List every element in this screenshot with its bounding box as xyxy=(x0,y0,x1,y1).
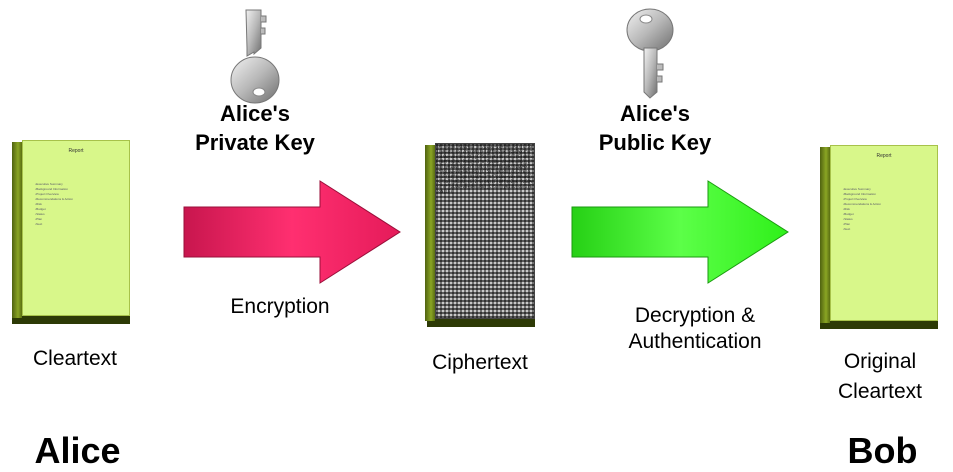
original-caption-line1: Original xyxy=(843,350,917,373)
receiver-name: Bob xyxy=(847,430,918,471)
cleartext-caption: Cleartext xyxy=(32,347,118,370)
list-item: Status xyxy=(35,212,129,217)
public-key-label-line2: Public Key xyxy=(598,129,712,155)
decryption-label-line2: Authentication xyxy=(628,330,762,354)
list-item: Plan xyxy=(35,217,129,222)
public-key-icon xyxy=(626,8,674,99)
decryption-label-line1: Decryption & xyxy=(634,304,756,327)
original-cleartext-document: Report Executive Summary Background Info… xyxy=(818,145,940,329)
cleartext-page: Report Executive Summary Background Info… xyxy=(22,140,130,316)
list-item: Executive Summary xyxy=(843,187,937,192)
private-key-label-line2: Private Key xyxy=(195,129,315,155)
list-item: Background Information xyxy=(35,187,129,192)
decryption-arrow xyxy=(571,180,789,284)
list-item: Status xyxy=(843,217,937,222)
list-item: Plan xyxy=(843,222,937,227)
cleartext-doc-list: Executive Summary Background Information… xyxy=(35,182,129,227)
sender-name: Alice xyxy=(34,430,121,471)
list-item: Risk xyxy=(35,202,129,207)
list-item: Next xyxy=(35,222,129,227)
original-doc-title: Report xyxy=(876,153,892,159)
original-caption-line2: Cleartext xyxy=(837,380,923,404)
private-key-icon xyxy=(230,9,280,104)
cleartext-document: Report Executive Summary Background Info… xyxy=(10,140,132,324)
original-cleartext-caption: Original Cleartext xyxy=(810,347,950,408)
encryption-label: Encryption xyxy=(230,295,330,318)
original-doc-list: Executive Summary Background Information… xyxy=(843,187,937,232)
list-item: Budget xyxy=(35,207,129,212)
encryption-arrow xyxy=(183,180,401,284)
original-page: Report Executive Summary Background Info… xyxy=(830,145,938,321)
list-item: Next xyxy=(843,227,937,232)
ciphertext-caption: Ciphertext xyxy=(432,351,528,374)
list-item: Project Overview xyxy=(35,192,129,197)
list-item: Recommendations & Action xyxy=(35,197,129,202)
list-item: Risk xyxy=(843,207,937,212)
cleartext-doc-title: Report xyxy=(68,148,84,154)
public-key-label-line1: Alice's xyxy=(619,101,691,126)
ciphertext-document: 8#f$e2@k!9z&Q%x3^m*7pL0w~vB+4Hn=R6}jC?5a… xyxy=(425,143,537,327)
list-item: Recommendations & Action xyxy=(843,202,937,207)
ciphertext-page: 8#f$e2@k!9z&Q%x3^m*7pL0w~vB+4Hn=R6}jC?5a… xyxy=(435,143,535,319)
decryption-label: Decryption & Authentication xyxy=(595,303,795,356)
list-item: Background Information xyxy=(843,192,937,197)
list-item: Budget xyxy=(843,212,937,217)
list-item: Executive Summary xyxy=(35,182,129,187)
list-item: Project Overview xyxy=(843,197,937,202)
public-key-label: Alice's Public Key xyxy=(575,100,735,157)
private-key-label: Alice's Private Key xyxy=(175,100,335,157)
private-key-label-line1: Alice's xyxy=(219,101,291,126)
